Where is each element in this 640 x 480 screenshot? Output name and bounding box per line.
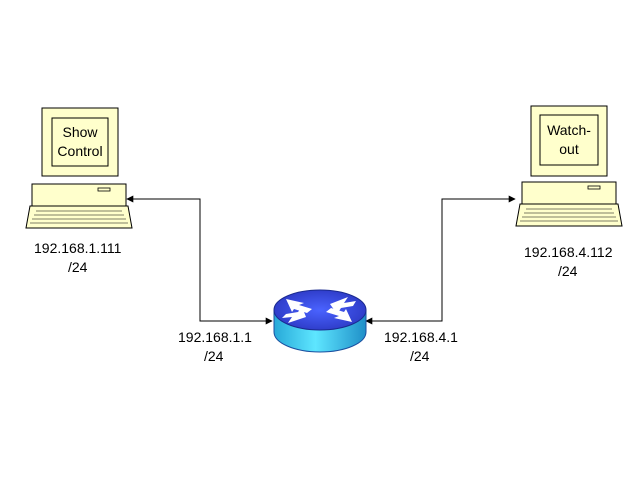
link-left [126, 195, 273, 325]
router-right-port-prefix: /24 [410, 348, 430, 364]
show-control-ip: 192.168.1.111 [34, 240, 122, 256]
screen-label-line: Control [57, 143, 103, 159]
watchout-prefix: /24 [558, 263, 578, 279]
show-control-screen-label: Show Control [52, 123, 108, 161]
watchout-screen-label: Watch- out [540, 121, 598, 159]
router-left-port-prefix: /24 [204, 348, 224, 364]
watchout-computer-icon [515, 105, 623, 227]
router-icon [273, 289, 367, 353]
router-left-port-ip: 192.168.1.1 [178, 329, 252, 345]
keyboard-icon [25, 205, 133, 229]
router-arrows-icon [282, 297, 356, 323]
router-right-port-ip: 192.168.4.1 [384, 329, 458, 345]
monitor-screen [51, 117, 109, 167]
screen-label-line: Show [62, 124, 98, 140]
link-right [365, 195, 516, 325]
watchout-ip: 192.168.4.112 [524, 244, 613, 260]
keyboard-icon [515, 203, 623, 227]
screen-label-line: Watch- [547, 122, 591, 138]
computer-case [521, 181, 617, 205]
screen-label-line: out [559, 141, 579, 157]
show-control-prefix: /24 [68, 259, 88, 275]
computer-case [31, 183, 127, 207]
monitor-screen [539, 114, 599, 166]
show-control-computer-icon [25, 107, 133, 229]
